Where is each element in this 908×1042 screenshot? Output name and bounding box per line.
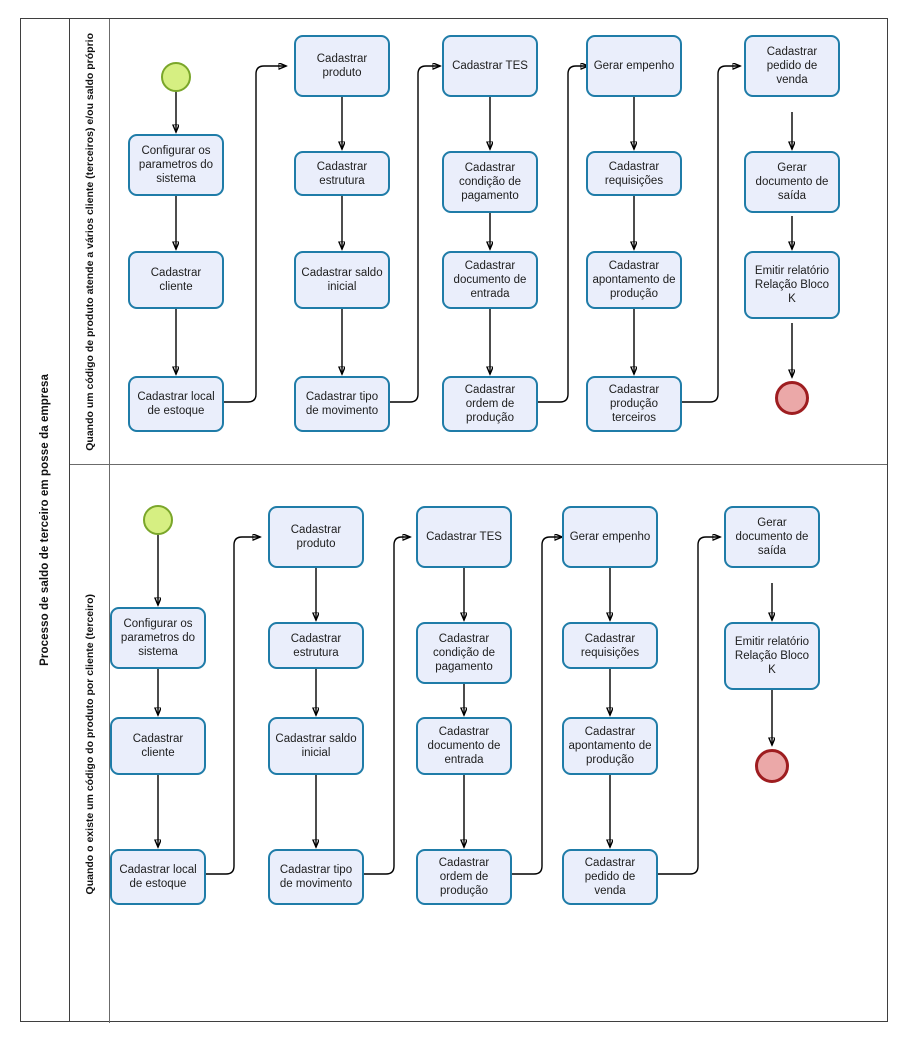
task-cadastrar-condicao-pagamento[interactable]: Cadastrar condição de pagamento <box>442 151 538 213</box>
lane-2-end-event <box>755 749 789 783</box>
lane-2-title-label: Quando o existe um código do produto por… <box>83 593 96 895</box>
task-cadastrar-tipo-movimento[interactable]: Cadastrar tipo de movimento <box>268 849 364 905</box>
lane-2-connectors <box>110 465 887 875</box>
task-cadastrar-cliente[interactable]: Cadastrar cliente <box>128 251 224 309</box>
task-cadastrar-requisicoes[interactable]: Cadastrar requisições <box>586 151 682 196</box>
task-cadastrar-requisicoes[interactable]: Cadastrar requisições <box>562 622 658 669</box>
lane-2-title: Quando o existe um código do produto por… <box>70 465 110 1023</box>
task-cadastrar-condicao-pagamento[interactable]: Cadastrar condição de pagamento <box>416 622 512 684</box>
lane-1: Quando um código de produto atende a vár… <box>70 19 887 465</box>
task-emitir-relatorio-bloco-k[interactable]: Emitir relatório Relação Bloco K <box>744 251 840 319</box>
task-configurar-parametros[interactable]: Configurar os parametros do sistema <box>128 134 224 196</box>
task-cadastrar-apontamento-producao[interactable]: Cadastrar apontamento de produção <box>562 717 658 775</box>
task-cadastrar-documento-entrada[interactable]: Cadastrar documento de entrada <box>442 251 538 309</box>
task-cadastrar-local-estoque[interactable]: Cadastrar local de estoque <box>128 376 224 432</box>
task-cadastrar-tes[interactable]: Cadastrar TES <box>442 35 538 97</box>
lane-1-canvas: Configurar os parametros do sistema Cada… <box>110 19 887 464</box>
task-cadastrar-ordem-producao[interactable]: Cadastrar ordem de produção <box>442 376 538 432</box>
task-cadastrar-apontamento-producao[interactable]: Cadastrar apontamento de produção <box>586 251 682 309</box>
task-gerar-documento-saida[interactable]: Gerar documento de saída <box>744 151 840 213</box>
task-cadastrar-tes[interactable]: Cadastrar TES <box>416 506 512 568</box>
task-emitir-relatorio-bloco-k[interactable]: Emitir relatório Relação Bloco K <box>724 622 820 690</box>
lane-1-title: Quando um código de produto atende a vár… <box>70 19 110 464</box>
task-cadastrar-documento-entrada[interactable]: Cadastrar documento de entrada <box>416 717 512 775</box>
lane-1-title-label: Quando um código de produto atende a vár… <box>83 32 96 451</box>
task-gerar-empenho[interactable]: Gerar empenho <box>562 506 658 568</box>
task-cadastrar-ordem-producao[interactable]: Cadastrar ordem de produção <box>416 849 512 905</box>
task-cadastrar-saldo-inicial[interactable]: Cadastrar saldo inicial <box>294 251 390 309</box>
task-cadastrar-cliente[interactable]: Cadastrar cliente <box>110 717 206 775</box>
task-gerar-documento-saida[interactable]: Gerar documento de saída <box>724 506 820 568</box>
process-pool: Processo de saldo de terceiro em posse d… <box>20 18 888 1023</box>
lane-1-end-event <box>775 381 809 415</box>
task-cadastrar-tipo-movimento[interactable]: Cadastrar tipo de movimento <box>294 376 390 432</box>
task-gerar-empenho[interactable]: Gerar empenho <box>586 35 682 97</box>
pool-title-label: Processo de saldo de terceiro em posse d… <box>39 374 51 666</box>
task-configurar-parametros[interactable]: Configurar os parametros do sistema <box>110 607 206 669</box>
lane-2-start-event <box>143 505 173 535</box>
task-cadastrar-pedido-venda[interactable]: Cadastrar pedido de venda <box>744 35 840 97</box>
lane-1-connectors <box>110 19 887 403</box>
lane-2-canvas: Configurar os parametros do sistema Cada… <box>110 465 887 1023</box>
lane-1-start-event <box>161 62 191 92</box>
task-cadastrar-produto[interactable]: Cadastrar produto <box>268 506 364 568</box>
lanes-container: Quando um código de produto atende a vár… <box>70 19 887 1023</box>
pool-title: Processo de saldo de terceiro em posse d… <box>21 19 70 1021</box>
lane-2: Quando o existe um código do produto por… <box>70 465 887 1023</box>
task-cadastrar-pedido-venda[interactable]: Cadastrar pedido de venda <box>562 849 658 905</box>
task-cadastrar-estrutura[interactable]: Cadastrar estrutura <box>268 622 364 669</box>
task-cadastrar-produto[interactable]: Cadastrar produto <box>294 35 390 97</box>
task-cadastrar-saldo-inicial[interactable]: Cadastrar saldo inicial <box>268 717 364 775</box>
task-cadastrar-producao-terceiros[interactable]: Cadastrar produção terceiros <box>586 376 682 432</box>
task-cadastrar-local-estoque[interactable]: Cadastrar local de estoque <box>110 849 206 905</box>
task-cadastrar-estrutura[interactable]: Cadastrar estrutura <box>294 151 390 196</box>
